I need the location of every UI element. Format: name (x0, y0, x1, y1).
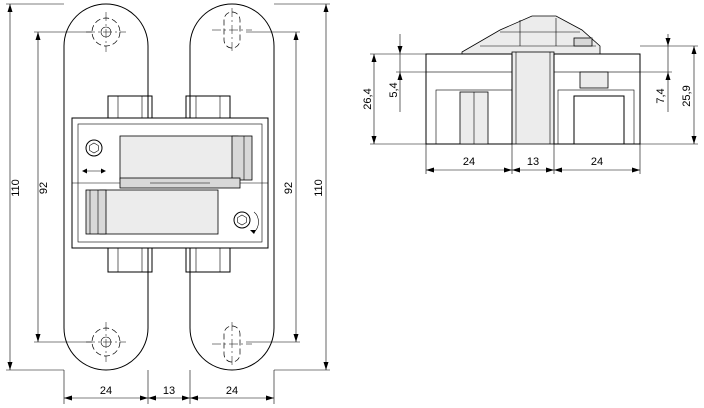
side-dim-width-left: 24 (463, 156, 475, 168)
upper-hinge-arm (119, 135, 239, 181)
side-view: 26,4 5,4 7,4 25,9 24 13 24 (362, 15, 698, 174)
left-adjust-screw (85, 139, 103, 157)
side-dim-gap: 13 (527, 156, 539, 168)
dim-hole-spacing-right: 92 (283, 182, 295, 194)
dim-hole-spacing-left: 92 (38, 182, 50, 194)
dim-plate-width-left: 24 (100, 385, 112, 397)
dim-offset-right: 7,4 (655, 88, 667, 103)
side-view-center-body (511, 51, 555, 145)
lower-hinge-arm (99, 189, 219, 235)
dim-gap: 13 (163, 385, 175, 397)
right-adjust-screw (233, 211, 251, 229)
dim-height-total-left: 26,4 (362, 88, 374, 109)
rotation-adjust-arrow-icon (250, 211, 259, 234)
dim-offset-left: 5,4 (388, 82, 400, 97)
lateral-adjust-arrow-icon (82, 168, 106, 174)
dim-overall-height-left: 110 (10, 179, 22, 197)
dim-overall-height-right: 110 (313, 179, 325, 197)
front-view: 110 92 92 110 24 13 24 (6, 3, 330, 404)
dim-plate-width-right: 24 (226, 385, 238, 397)
dim-height-total-right: 25,9 (681, 85, 693, 106)
side-dim-width-right: 24 (591, 156, 603, 168)
side-view-hinge-arm (461, 15, 601, 55)
